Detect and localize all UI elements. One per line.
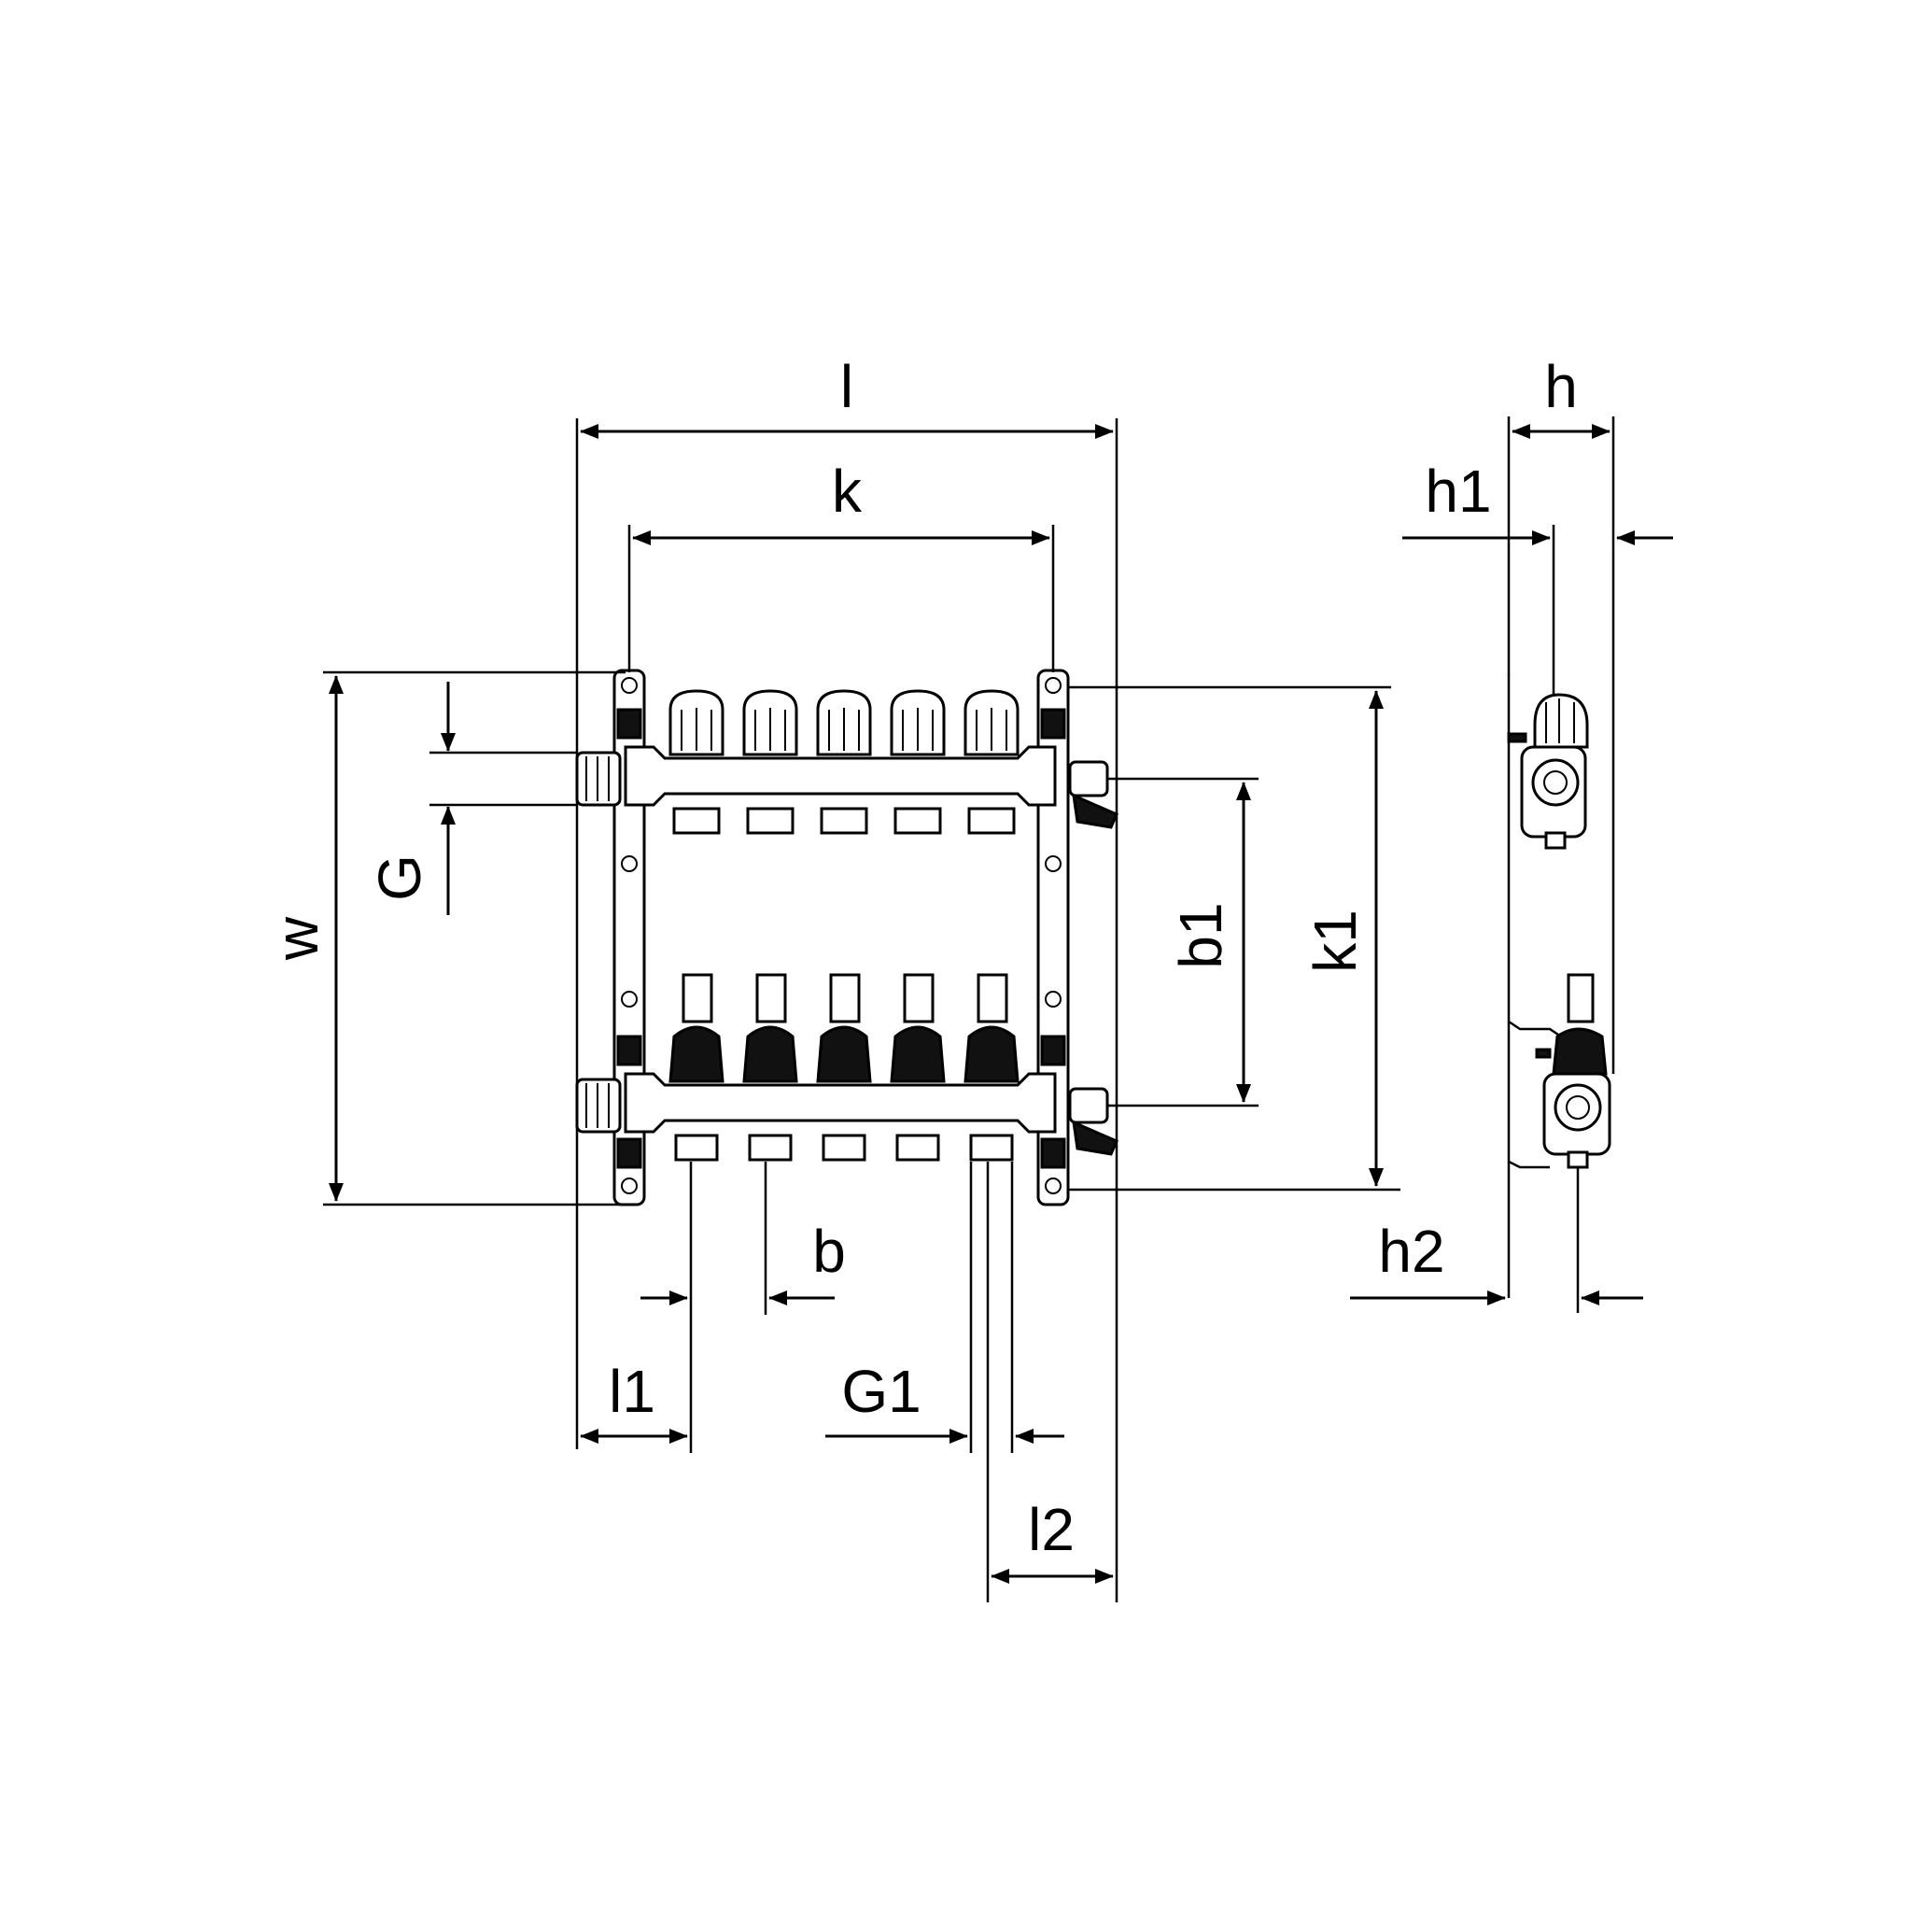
dimension-l2: l2 xyxy=(986,1162,1114,1602)
dimension-l: l xyxy=(575,353,1118,1602)
flow-meter xyxy=(668,973,724,1162)
upper-valve-cap xyxy=(890,689,946,835)
lower-vent-fitting xyxy=(1068,1087,1109,1124)
dimension-h1: h1 xyxy=(1402,458,1673,697)
upper-valve-cap xyxy=(742,689,798,835)
dimension-k1: k1 xyxy=(1068,685,1400,1192)
label-b: b xyxy=(812,1218,846,1285)
dimension-g: G xyxy=(366,682,577,915)
lower-manifold-bar xyxy=(575,1072,1118,1156)
dimension-h2: h2 xyxy=(1350,1167,1643,1313)
front-view: l k w G b1 xyxy=(263,353,1400,1602)
label-k: k xyxy=(832,458,863,525)
side-view: h h1 h2 xyxy=(1350,353,1673,1313)
label-l: l xyxy=(840,353,853,420)
label-k1: k1 xyxy=(1301,910,1369,973)
lower-flow-meters xyxy=(668,973,1020,1162)
flow-meter xyxy=(890,973,946,1162)
label-g1: G1 xyxy=(841,1358,921,1425)
dimension-b: b xyxy=(640,1162,846,1453)
label-h1: h1 xyxy=(1425,458,1491,525)
dimension-k: k xyxy=(627,458,1055,672)
label-l2: l2 xyxy=(1028,1496,1075,1563)
upper-valve-cap xyxy=(816,689,872,835)
upper-valve-caps xyxy=(668,689,1020,835)
label-g: G xyxy=(366,854,433,901)
flow-meter xyxy=(964,973,1020,1162)
dimension-g1: G1 xyxy=(825,1162,1064,1453)
side-rail xyxy=(1507,674,1562,1038)
dimension-l1: l1 xyxy=(580,1358,688,1444)
upper-valve-cap xyxy=(964,689,1020,835)
side-upper-body xyxy=(1507,693,1589,850)
dimension-b1: b1 xyxy=(1107,777,1259,1107)
upper-drain-valve xyxy=(1072,793,1118,829)
label-b1: b1 xyxy=(1167,902,1234,968)
lower-drain-valve xyxy=(1072,1120,1118,1156)
label-w: w xyxy=(263,916,331,961)
label-h2: h2 xyxy=(1378,1218,1444,1285)
side-lower-body xyxy=(1535,973,1611,1169)
upper-valve-cap xyxy=(668,689,724,835)
label-l1: l1 xyxy=(609,1358,655,1425)
upper-manifold-bar xyxy=(575,745,1118,829)
dimension-w: w xyxy=(263,670,626,1206)
label-h: h xyxy=(1544,353,1578,420)
dimension-h: h xyxy=(1507,353,1615,1074)
flow-meter xyxy=(816,973,872,1162)
upper-vent-fitting xyxy=(1068,760,1109,797)
flow-meter xyxy=(742,973,798,1162)
